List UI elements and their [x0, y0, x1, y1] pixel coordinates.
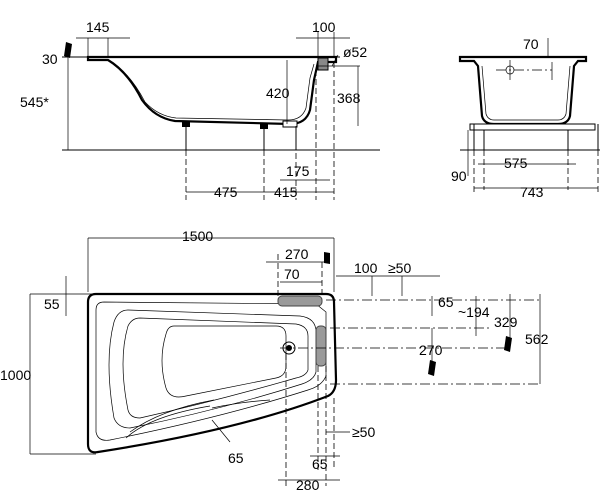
plan-armrest-line	[125, 405, 211, 439]
plan-pipe-top	[277, 295, 323, 307]
dim-end-top-offset: 70	[523, 36, 539, 52]
dim-plan-depth-562: 562	[525, 331, 549, 347]
side-tub-profile	[86, 55, 338, 126]
dim-plan-rim-65-top: 65	[438, 294, 454, 310]
dim-plan-rim-left: 55	[44, 296, 60, 312]
dim-rim-thickness: 30	[42, 51, 58, 67]
end-view: 70 575 743 90	[451, 36, 600, 200]
dim-lip-right: 100	[312, 19, 336, 35]
dim-drain-offset: 175	[286, 163, 310, 179]
plan-view: 1500 270 70 100 ≥50 55 65 ~194 329 562	[0, 228, 549, 493]
dim-plan-width: 1000	[0, 367, 31, 383]
side-tub-inner	[111, 61, 315, 121]
dim-end-base-width: 743	[520, 184, 544, 200]
dim-drain-height: 368	[337, 90, 361, 106]
dim-end-base-height: 90	[451, 168, 467, 184]
side-overflow	[317, 57, 329, 71]
rim-marker-icon	[64, 42, 72, 58]
dim-leader	[331, 54, 339, 67]
pipe-marker-icon	[324, 252, 330, 264]
dim-plan-drain-270: 270	[419, 342, 443, 358]
dim-plan-drain-194: ~194	[458, 304, 490, 320]
dim-plan-depth-329: 329	[494, 314, 518, 330]
dim-lip-left: 145	[86, 19, 110, 35]
plan-basin-inner	[122, 317, 309, 419]
plan-seat-outline	[161, 325, 287, 398]
end-tub-inner	[481, 65, 571, 121]
dim-plan-clearance-c: ≥50	[352, 424, 375, 440]
dim-leader	[211, 419, 231, 443]
dim-leg-right: 415	[274, 184, 298, 200]
side-view: 145 100 ø52 30 545* 420 368 175 475 415	[20, 19, 380, 200]
dim-total-height: 545*	[20, 94, 49, 110]
dim-plan-clearance-a: 100	[354, 260, 378, 276]
dim-plan-pipe-offset: 70	[284, 266, 300, 282]
dim-leg-left: 475	[214, 184, 238, 200]
plan-pipe-side	[315, 325, 327, 367]
marker-icon-2	[428, 360, 436, 376]
dim-plan-edge-65-bottom: 65	[228, 450, 244, 466]
dim-drain-diameter: ø52	[343, 44, 367, 60]
dim-plan-clearance-b: ≥50	[388, 260, 411, 276]
side-drain-elbow	[282, 120, 298, 128]
plan-outer-outline	[86, 292, 338, 454]
dim-plan-edge-65: 65	[312, 456, 328, 472]
marker-icon	[504, 336, 512, 352]
end-tub-rim	[458, 55, 588, 126]
dim-plan-pipe-zone: 270	[285, 246, 309, 262]
dim-plan-bottom-280: 280	[296, 477, 320, 493]
plan-armrest-line	[129, 399, 215, 433]
dim-end-leg-spacing: 575	[504, 155, 528, 171]
dim-plan-length: 1500	[182, 228, 213, 244]
plan-armrest-line	[211, 399, 271, 409]
side-leg-cap-2	[260, 124, 268, 129]
side-leg-cap-1	[182, 122, 190, 127]
dim-depth-inner: 420	[266, 85, 290, 101]
end-base-frame	[469, 123, 596, 131]
